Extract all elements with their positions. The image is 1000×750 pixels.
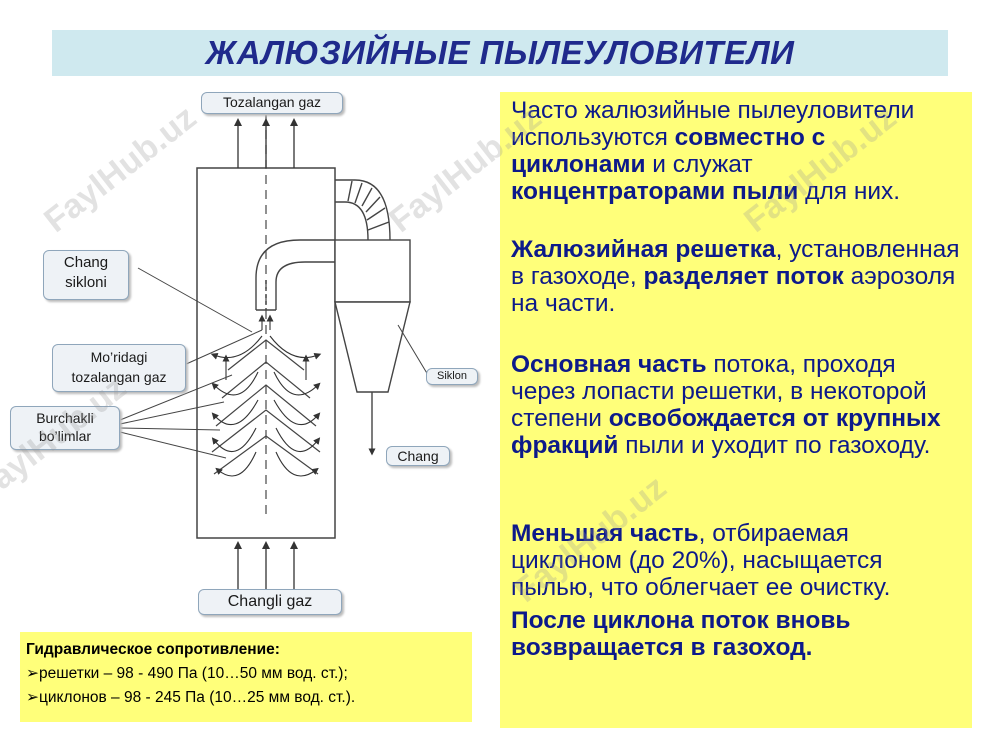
hydraulic-line-1: ➢решетки – 98 - 490 Па (10…50 мм вод. ст… <box>26 664 348 683</box>
label-moridagi-line-1: Mo’ridagi <box>90 349 148 365</box>
label-changli-gaz: Changli gaz <box>198 589 342 615</box>
emphasis-run-3: концентраторами пыли <box>511 178 799 205</box>
text-run-1: , отбираемая циклоном (до 20%), насыщает… <box>511 520 891 601</box>
description-panel <box>500 92 972 728</box>
emphasis-run-0: Жалюзийная решетка <box>511 236 776 263</box>
inlet-arrows <box>234 541 298 590</box>
hydraulic-line-2-text: циклонов – 98 - 245 Па (10…25 мм вод. ст… <box>39 689 356 706</box>
label-chang-sikloni: Chang sikloni <box>43 250 129 300</box>
hydraulic-heading: Гидравлическое сопротивление: <box>26 641 280 658</box>
text-run-0: Часто жалюзийные пылеуловители использую… <box>511 97 915 151</box>
flow-curves <box>210 314 322 477</box>
emphasis-run-0: Меньшая часть <box>511 520 699 547</box>
paragraph-5: После циклона поток вновь возвращается в… <box>511 607 966 661</box>
arrow-bullet-icon: ➢ <box>26 689 39 706</box>
sampling-tube <box>255 239 335 311</box>
label-burchakli-line-1: Burchakli <box>36 410 94 426</box>
label-chang-sikloni-line-1: Chang <box>63 254 109 271</box>
hydraulic-line-2: ➢циклонов – 98 - 245 Па (10…25 мм вод. с… <box>26 688 355 707</box>
text-run-2: и служат <box>645 151 753 178</box>
paragraph-4: Меньшая часть, отбираемая циклоном (до 2… <box>511 520 966 601</box>
arrow-bullet-icon: ➢ <box>26 665 39 682</box>
hydraulic-line-1-text: решетки – 98 - 490 Па (10…50 мм вод. ст.… <box>39 665 348 682</box>
hydraulic-box <box>20 632 472 722</box>
emphasis-run-1: совместно с циклонами <box>511 124 826 178</box>
cyclone <box>334 239 411 456</box>
title-bar <box>52 30 948 76</box>
label-moridagi-line-2: tozalangan gaz <box>71 369 167 385</box>
emphasis-run-0: Основная часть <box>511 351 707 378</box>
page-title: ЖАЛЮЗИЙНЫЕ ПЫЛЕУЛОВИТЕЛИ <box>205 34 795 71</box>
text-run-1: потока, проходя через лопасти решетки, в… <box>511 351 927 432</box>
text-run-3: аэрозоля на части. <box>511 263 956 317</box>
label-moridagi-tozalangan-gaz: Mo’ridagi tozalangan gaz <box>52 344 186 392</box>
text-run-1: , установленная в газоходе, <box>511 236 960 290</box>
paragraph-2: Жалюзийная решетка, установленная в газо… <box>511 236 966 317</box>
emphasis-run-2: освобождается от крупных фракций <box>511 405 941 459</box>
label-siklon: Siklon <box>426 368 478 385</box>
label-tozalangan-gaz: Tozalangan gaz <box>201 92 343 114</box>
paragraph-3: Основная часть потока, проходя через лоп… <box>511 351 966 459</box>
emphasis-run-0: После циклона поток вновь возвращается в… <box>511 607 851 661</box>
leader-lines <box>119 267 429 459</box>
label-burchakli-bolimlar: Burchakli bo’limlar <box>10 406 120 450</box>
outlet-arrows <box>234 118 298 168</box>
emphasis-run-2: разделяет поток <box>643 263 844 290</box>
label-burchakli-line-2: bo’limlar <box>38 428 92 444</box>
label-chang-sikloni-line-2: sikloni <box>65 274 107 291</box>
paragraph-1: Часто жалюзийные пылеуловители использую… <box>511 97 966 205</box>
label-chang: Chang <box>386 446 450 466</box>
text-run-4: для них. <box>798 178 901 205</box>
text-run-3: пыли и уходит по газоходу. <box>618 432 931 459</box>
louvre-dust-collector-diagram <box>119 100 429 590</box>
louvre-blades <box>211 339 321 475</box>
cyclone-outlet-elbow <box>335 179 391 241</box>
